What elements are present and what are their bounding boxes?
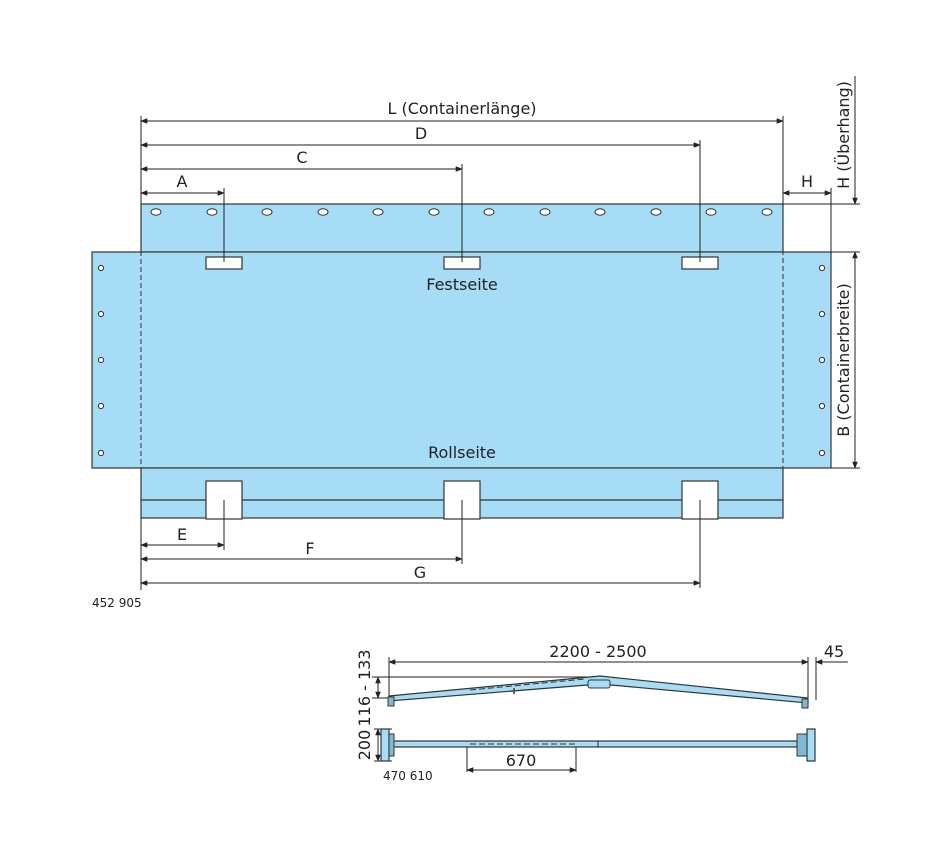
bow-end-left bbox=[387, 696, 395, 707]
dim-label-F: F bbox=[305, 539, 314, 558]
dim-label-D: D bbox=[415, 124, 427, 143]
eyelet bbox=[261, 208, 273, 216]
dim-label-A: A bbox=[177, 172, 188, 191]
eyelet bbox=[539, 208, 551, 216]
main-panel bbox=[91, 251, 832, 469]
label-roll-side: Rollseite bbox=[428, 443, 496, 462]
dim-label-span: 2200 - 2500 bbox=[549, 642, 646, 661]
eyelet bbox=[150, 208, 162, 216]
dim-label-H-vertical: H (Überhang) bbox=[834, 81, 853, 189]
dim-label-C: C bbox=[296, 148, 307, 167]
eyelet bbox=[761, 208, 773, 216]
top-eyelets bbox=[150, 208, 773, 216]
dimension-labels: L (Containerlänge) D C A H H (Überhang) … bbox=[92, 81, 853, 610]
eyelet bbox=[372, 208, 384, 216]
dim-label-stroke: 670 bbox=[506, 751, 537, 770]
eyelet bbox=[818, 264, 826, 272]
dim-label-height: 200 bbox=[355, 730, 374, 761]
extension-lines bbox=[140, 116, 860, 590]
bow-end-right bbox=[801, 698, 809, 709]
eyelet bbox=[818, 402, 826, 410]
eyelet bbox=[97, 310, 105, 318]
eyelet bbox=[97, 449, 105, 457]
dim-label-height-range: 116 - 133 bbox=[355, 649, 374, 726]
eyelet bbox=[818, 449, 826, 457]
end-plate-right bbox=[806, 728, 816, 762]
bow-joint bbox=[587, 679, 611, 689]
dim-label-G: G bbox=[414, 563, 426, 582]
eyelet bbox=[206, 208, 218, 216]
eyelet bbox=[483, 208, 495, 216]
eyelet bbox=[97, 264, 105, 272]
eyelet bbox=[594, 208, 606, 216]
eyelet bbox=[97, 356, 105, 364]
dim-label-H: H bbox=[801, 172, 813, 191]
roof-bow-drawing: 2200 - 2500 45 116 - 133 200 6 bbox=[355, 642, 848, 783]
dimension-lines bbox=[140, 76, 858, 586]
label-fixed-side: Festseite bbox=[426, 275, 498, 294]
eyelet bbox=[818, 310, 826, 318]
article-number-top: 452 905 bbox=[92, 596, 142, 610]
side-eyelets bbox=[97, 264, 826, 457]
tarpaulin-drawing: Festseite Rollseite bbox=[91, 203, 832, 520]
dim-label-E: E bbox=[177, 525, 187, 544]
eyelet bbox=[705, 208, 717, 216]
eyelet bbox=[428, 208, 440, 216]
eyelet bbox=[818, 356, 826, 364]
end-plate-left bbox=[380, 728, 390, 762]
eyelet bbox=[97, 402, 105, 410]
dim-label-right: 45 bbox=[824, 642, 844, 661]
article-number-bottom: 470 610 bbox=[383, 769, 433, 783]
flat-bow bbox=[392, 740, 798, 748]
dim-label-L: L (Containerlänge) bbox=[387, 99, 536, 118]
dim-label-B: B (Containerbreite) bbox=[834, 283, 853, 437]
eyelet bbox=[650, 208, 662, 216]
eyelet bbox=[317, 208, 329, 216]
